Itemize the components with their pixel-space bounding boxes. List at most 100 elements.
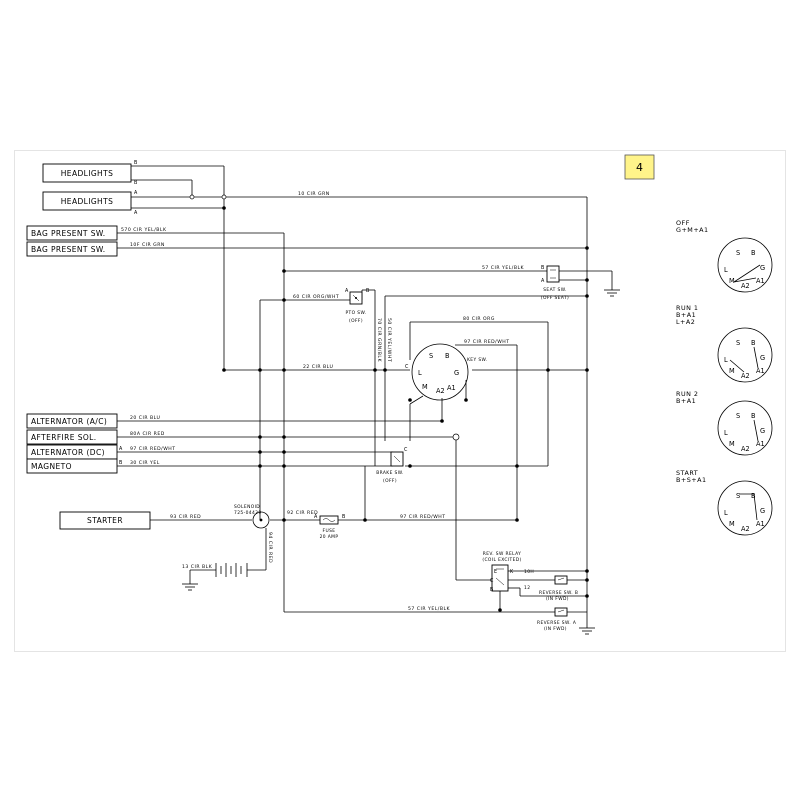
svg-text:(IN FWD): (IN FWD) bbox=[546, 596, 569, 602]
diagram-frame bbox=[14, 150, 786, 652]
svg-text:B: B bbox=[134, 180, 137, 186]
alternator-ac: ALTERNATOR (A/C) bbox=[26, 413, 118, 429]
svg-text:M: M bbox=[729, 520, 735, 528]
svg-text:B+A1: B+A1 bbox=[676, 397, 696, 405]
svg-text:G: G bbox=[760, 354, 765, 362]
svg-text:FUSE: FUSE bbox=[323, 528, 336, 534]
key-position-legend: OFF G+M+A1 S B L G M A1 A2 RUN 1 B+A1 L+… bbox=[676, 219, 773, 536]
svg-text:B: B bbox=[751, 412, 756, 420]
svg-text:A2: A2 bbox=[741, 525, 750, 533]
svg-text:PTO SW.: PTO SW. bbox=[345, 310, 366, 316]
svg-text:A: A bbox=[119, 446, 123, 452]
svg-text:70 CIR GRN/BLK: 70 CIR GRN/BLK bbox=[376, 318, 382, 362]
svg-text:B: B bbox=[366, 288, 369, 294]
svg-text:93 CIR RED: 93 CIR RED bbox=[170, 514, 201, 520]
svg-text:M: M bbox=[422, 383, 428, 391]
svg-text:M: M bbox=[729, 440, 735, 448]
svg-text:97 CIR RED/WHT: 97 CIR RED/WHT bbox=[400, 514, 446, 520]
svg-text:A2: A2 bbox=[436, 387, 445, 395]
svg-text:22 CIR BLU: 22 CIR BLU bbox=[303, 364, 333, 370]
svg-text:MAGNETO: MAGNETO bbox=[31, 462, 72, 471]
svg-text:97 CIR RED/WHT: 97 CIR RED/WHT bbox=[130, 446, 176, 452]
svg-text:B: B bbox=[751, 339, 756, 347]
svg-text:L: L bbox=[724, 509, 728, 517]
fuse: A B FUSE 20 AMP bbox=[314, 514, 345, 540]
svg-text:S: S bbox=[736, 492, 740, 500]
svg-text:ALTERNATOR (A/C): ALTERNATOR (A/C) bbox=[31, 417, 107, 426]
svg-text:A: A bbox=[134, 210, 138, 216]
wires bbox=[117, 165, 613, 628]
svg-text:B: B bbox=[119, 460, 122, 466]
svg-text:94 CIR RED: 94 CIR RED bbox=[267, 532, 273, 563]
svg-text:(IN FWD): (IN FWD) bbox=[544, 626, 567, 632]
svg-text:G: G bbox=[454, 369, 459, 377]
svg-text:97 CIR RED/WHT: 97 CIR RED/WHT bbox=[464, 339, 510, 345]
svg-text:REV. SW RELAY: REV. SW RELAY bbox=[483, 551, 522, 557]
rev-sw-relay: E K C B REV. SW RELAY (COIL EXCITED) 10H… bbox=[482, 551, 534, 593]
svg-text:B: B bbox=[445, 352, 450, 360]
svg-text:S: S bbox=[736, 249, 740, 257]
svg-text:S: S bbox=[736, 412, 740, 420]
svg-text:STARTER: STARTER bbox=[87, 516, 123, 525]
svg-text:A1: A1 bbox=[756, 440, 765, 448]
svg-text:10H: 10H bbox=[524, 569, 534, 575]
svg-text:K: K bbox=[510, 569, 514, 575]
svg-text:B+A1: B+A1 bbox=[676, 311, 696, 319]
page-badge: 4 bbox=[624, 154, 655, 180]
svg-text:B: B bbox=[342, 514, 345, 520]
bag-present-sw-1: BAG PRESENT SW. bbox=[26, 225, 118, 241]
svg-text:G: G bbox=[760, 264, 765, 272]
svg-text:AFTERFIRE SOL.: AFTERFIRE SOL. bbox=[31, 433, 97, 442]
svg-text:REVERSE SW. A: REVERSE SW. A bbox=[537, 620, 576, 626]
svg-text:30 CIR YEL: 30 CIR YEL bbox=[130, 460, 160, 466]
svg-text:G: G bbox=[760, 507, 765, 515]
svg-text:RUN 2: RUN 2 bbox=[676, 390, 699, 398]
svg-text:L: L bbox=[724, 356, 728, 364]
svg-text:SOLENOID: SOLENOID bbox=[234, 504, 260, 510]
svg-text:B: B bbox=[541, 265, 544, 271]
svg-text:A1: A1 bbox=[756, 520, 765, 528]
svg-text:12: 12 bbox=[524, 585, 530, 591]
svg-text:A2: A2 bbox=[741, 282, 750, 290]
battery bbox=[215, 563, 248, 577]
svg-text:(OFF SEAT): (OFF SEAT) bbox=[541, 295, 569, 301]
bag-present-sw-2: BAG PRESENT SW. bbox=[26, 241, 118, 257]
svg-text:START: START bbox=[676, 469, 698, 477]
svg-text:(OFF): (OFF) bbox=[383, 478, 397, 484]
svg-text:L+A2: L+A2 bbox=[676, 318, 695, 326]
alternator-dc: ALTERNATOR (DC) bbox=[26, 444, 118, 460]
key-diagram-run2: S B L G M A1 A2 bbox=[717, 400, 773, 456]
bag-present-sw-2-label: BAG PRESENT SW. bbox=[31, 245, 106, 254]
svg-text:S: S bbox=[736, 339, 740, 347]
reverse-switch-b: REVERSE SW. B (IN FWD) bbox=[539, 575, 578, 602]
headlights-1-label: HEADLIGHTS bbox=[61, 169, 113, 178]
svg-text:L: L bbox=[724, 429, 728, 437]
svg-text:M: M bbox=[729, 277, 735, 285]
key-pos-off-name: OFF bbox=[676, 219, 690, 227]
svg-text:A: A bbox=[314, 514, 318, 520]
solenoid: SOLENOID 725-04439 bbox=[234, 504, 270, 529]
svg-text:C: C bbox=[404, 447, 408, 453]
svg-text:A2: A2 bbox=[741, 445, 750, 453]
svg-text:4: 4 bbox=[636, 161, 643, 174]
svg-text:A: A bbox=[541, 278, 545, 284]
svg-text:L: L bbox=[724, 266, 728, 274]
svg-text:KEY SW.: KEY SW. bbox=[467, 357, 488, 363]
svg-text:A: A bbox=[345, 288, 349, 294]
key-diagram-start: S B L G M A1 A2 bbox=[717, 480, 773, 536]
afterfire-sol: AFTERFIRE SOL. bbox=[26, 429, 118, 445]
svg-text:S: S bbox=[429, 352, 433, 360]
svg-text:92 CIR RED: 92 CIR RED bbox=[287, 510, 318, 516]
svg-text:A1: A1 bbox=[756, 277, 765, 285]
svg-text:80A CIR RED: 80A CIR RED bbox=[130, 431, 165, 437]
svg-text:725-04439: 725-04439 bbox=[234, 510, 262, 516]
ground-battery bbox=[182, 583, 198, 591]
svg-text:E: E bbox=[494, 569, 497, 575]
svg-text:(COIL EXCITED): (COIL EXCITED) bbox=[482, 557, 521, 563]
svg-text:10 CIR GRN: 10 CIR GRN bbox=[298, 191, 330, 197]
wire-labels: 10 CIR GRN 570 CIR YEL/BLK 10F CIR GRN 5… bbox=[121, 191, 524, 612]
svg-text:C: C bbox=[490, 578, 494, 584]
svg-text:REVERSE SW. B: REVERSE SW. B bbox=[539, 590, 578, 596]
junctions bbox=[189, 194, 589, 612]
svg-text:ALTERNATOR (DC): ALTERNATOR (DC) bbox=[31, 448, 105, 457]
